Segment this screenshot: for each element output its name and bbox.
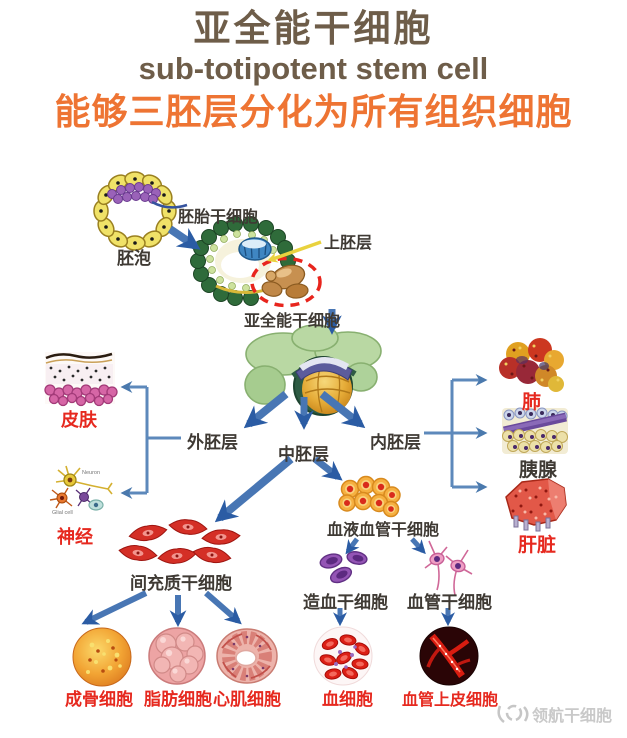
sub-totipotent-stem-cell-label: 亚全能干细胞	[244, 313, 341, 330]
epiblast-label: 上胚层	[324, 235, 373, 252]
lung-label: 肺	[522, 392, 542, 413]
endoderm-label: 内胚层	[370, 433, 421, 452]
nerve-illustration: Neuron Glial cell	[49, 465, 113, 516]
skin-illustration	[44, 352, 118, 407]
glial-caption: Glial cell	[52, 510, 73, 516]
gastrula-illustration	[244, 324, 382, 416]
icm-pointer-swoosh	[151, 200, 188, 209]
msc-cells-illustration	[118, 519, 241, 564]
blood-vessel-sc-illustration	[338, 475, 401, 518]
embryo-illustration	[190, 216, 322, 308]
mesoderm-label: 中胚层	[278, 445, 329, 464]
liver-illustration	[505, 478, 567, 532]
skin-label: 皮肤	[61, 410, 97, 430]
subtitle-en: sub-totipotent stem cell	[138, 51, 489, 86]
liver-label: 肝脏	[518, 535, 557, 556]
left-bracket	[120, 381, 181, 499]
blastocyst-illustration	[93, 171, 188, 251]
vascular-sc-illustration	[424, 540, 473, 596]
nerve-label: 神经	[57, 527, 93, 547]
watermark-logo	[497, 704, 529, 723]
embryonic-stem-cell-label: 胚胎干细胞	[178, 209, 259, 226]
blood-vessel-stem-cell-label: 血液血管干细胞	[327, 522, 440, 539]
epiblast-pointer-line	[267, 240, 322, 263]
sub-totipotent-dashed-circle	[250, 256, 322, 308]
vascular-stem-cell-label: 血管干细胞	[407, 593, 492, 612]
right-bracket	[424, 374, 488, 493]
tagline: 能够三胚层分化为所有组织细胞	[54, 91, 573, 132]
arrows-layer	[81, 225, 455, 628]
cardiomyocyte-label: 心肌细胞	[213, 690, 281, 709]
lung-illustration	[499, 338, 564, 392]
ectoderm-label: 外胚层	[187, 433, 238, 452]
mesenchymal-stem-cell-label: 间充质干细胞	[130, 574, 232, 593]
osteoblast-label: 成骨细胞	[65, 690, 133, 709]
pancreas-label: 胰腺	[519, 460, 558, 481]
blastocyst-label: 胚泡	[117, 249, 151, 268]
vascular-epithelial-cell-label: 血管上皮细胞	[402, 692, 499, 709]
adipocyte-label: 脂肪细胞	[144, 690, 212, 709]
osteoblast-illustration	[72, 627, 132, 687]
pancreas-illustration	[502, 407, 568, 454]
blood-cell-label: 血细胞	[322, 690, 373, 709]
adipocyte-illustration	[148, 627, 206, 685]
vessel-illustration	[419, 626, 479, 686]
neuron-caption: Neuron	[82, 470, 100, 476]
watermark-brand: 领航干细胞	[532, 708, 613, 725]
blood-cells-illustration	[313, 626, 373, 686]
hematopoietic-stem-cell-label: 造血干细胞	[303, 593, 388, 612]
sub-totipotent-cells	[261, 264, 309, 299]
cardiomyocyte-illustration	[216, 628, 278, 684]
main-title: 亚全能干细胞	[193, 8, 434, 49]
hematopoietic-cells-illustration	[319, 551, 368, 584]
